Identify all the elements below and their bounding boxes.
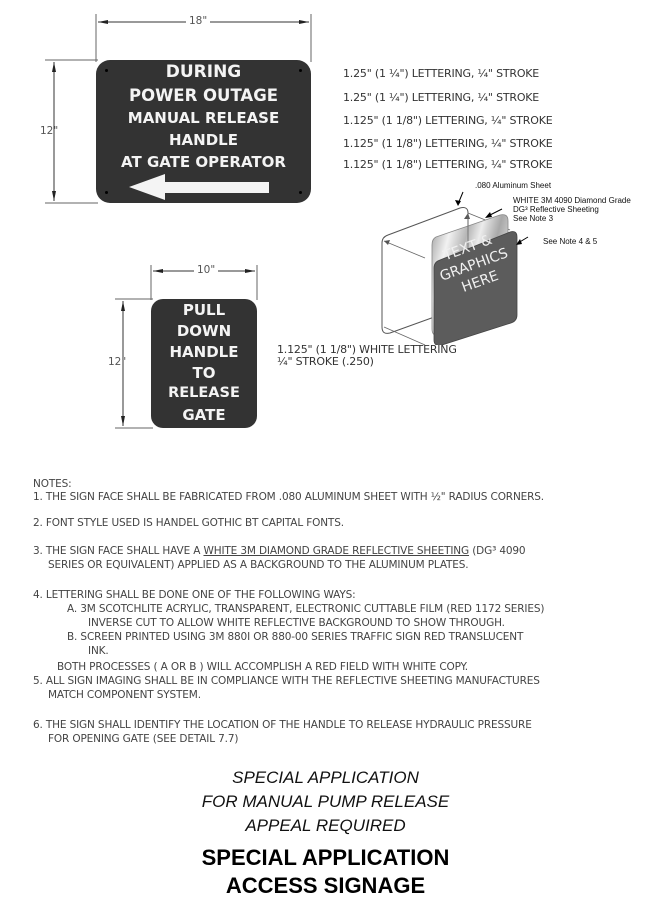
note-4a-line-1: A. 3M SCOTCHLITE ACRYLIC, TRANSPARENT, E… bbox=[67, 603, 545, 615]
left-arrow-icon bbox=[129, 174, 269, 200]
small-sign: PULL DOWN HANDLE TO RELEASE GATE bbox=[151, 299, 257, 428]
footer-title-line-2: ACCESS SIGNAGE bbox=[225, 873, 426, 898]
note-5-line-1: 5. ALL SIGN IMAGING SHALL BE IN COMPLIAN… bbox=[33, 675, 540, 687]
small-sign-line-5: RELEASE bbox=[168, 385, 240, 401]
note-3-pre: 3. THE SIGN FACE SHALL HAVE A bbox=[33, 545, 204, 557]
small-sign-height-label: 12" bbox=[108, 356, 127, 368]
mount-hole bbox=[105, 191, 108, 194]
note-6-line-2: FOR OPENING GATE (SEE DETAIL 7.7) bbox=[48, 733, 239, 745]
large-sign: DURING POWER OUTAGE MANUAL RELEASE HANDL… bbox=[96, 60, 311, 203]
spec-line-3: 1.125" (1 1/8") LETTERING, ¼" STROKE bbox=[343, 114, 553, 127]
sign-line-1: DURING bbox=[165, 62, 242, 82]
note-6-line-1: 6. THE SIGN SHALL IDENTIFY THE LOCATION … bbox=[33, 719, 532, 731]
callout-aluminum-sheet: .080 Aluminum Sheet bbox=[475, 181, 552, 190]
footer-title-line-1: SPECIAL APPLICATION bbox=[201, 845, 450, 870]
callout-see-note-4-5: See Note 4 & 5 bbox=[543, 237, 598, 246]
note-2: 2. FONT STYLE USED IS HANDEL GOTHIC BT C… bbox=[33, 517, 344, 529]
exploded-view-diagram bbox=[381, 191, 529, 345]
note-5-line-2: MATCH COMPONENT SYSTEM. bbox=[48, 689, 201, 701]
spec-line-2: 1.25" (1 ¼") LETTERING, ¼" STROKE bbox=[343, 91, 540, 104]
note-4: 4. LETTERING SHALL BE DONE ONE OF THE FO… bbox=[33, 589, 356, 601]
small-sign-spec-2: ¼" STROKE (.250) bbox=[277, 355, 374, 368]
small-sign-line-4: TO bbox=[192, 364, 216, 382]
small-sign-line-1: PULL bbox=[182, 301, 226, 319]
note-3-line-2: SERIES OR EQUIVALENT) APPLIED AS A BACKG… bbox=[48, 559, 469, 571]
mount-hole bbox=[299, 191, 302, 194]
small-sign-line-2: DOWN bbox=[176, 322, 232, 340]
footer-italic-line-3: APPEAL REQUIRED bbox=[245, 816, 406, 835]
sign-line-4: HANDLE bbox=[169, 131, 238, 149]
spec-line-5: 1.125" (1 1/8") LETTERING, ¼" STROKE bbox=[343, 158, 553, 171]
notes-title: NOTES: bbox=[33, 478, 72, 490]
callout-sheeting-3: See Note 3 bbox=[513, 214, 554, 223]
mount-hole bbox=[299, 69, 302, 72]
note-3-line-1: 3. THE SIGN FACE SHALL HAVE A WHITE 3M D… bbox=[33, 545, 526, 557]
footer-italic-line-2: FOR MANUAL PUMP RELEASE bbox=[201, 792, 450, 811]
small-sign-spec-1: 1.125" (1 1/8") WHITE LETTERING bbox=[277, 343, 457, 356]
small-sign-dimensions bbox=[115, 265, 258, 429]
sign-line-5: AT GATE OPERATOR bbox=[121, 153, 286, 171]
spec-line-1: 1.25" (1 ¼") LETTERING, ¼" STROKE bbox=[343, 67, 540, 80]
small-sign-line-3: HANDLE bbox=[169, 343, 239, 361]
note-4a-line-2: INVERSE CUT TO ALLOW WHITE REFLECTIVE BA… bbox=[88, 617, 505, 629]
note-4-both: BOTH PROCESSES ( A OR B ) WILL ACCOMPLIS… bbox=[57, 661, 468, 673]
footer-italic-line-1: SPECIAL APPLICATION bbox=[232, 768, 419, 787]
small-sign-line-6: GATE bbox=[182, 406, 226, 424]
note-4b-line-2: INK. bbox=[88, 645, 109, 657]
callout-sheeting-1: WHITE 3M 4090 Diamond Grade bbox=[513, 196, 631, 205]
spec-line-4: 1.125" (1 1/8") LETTERING, ¼" STROKE bbox=[343, 137, 553, 150]
sign-line-2: POWER OUTAGE bbox=[128, 86, 279, 105]
large-sign-width-label: 18" bbox=[186, 15, 211, 27]
callout-sheeting-2: DG³ Reflective Sheeting bbox=[513, 205, 599, 214]
note-3-underlined: WHITE 3M DIAMOND GRADE REFLECTIVE SHEETI… bbox=[203, 545, 470, 557]
mount-hole bbox=[105, 69, 108, 72]
sign-line-3: MANUAL RELEASE bbox=[127, 109, 280, 127]
note-3-post: (DG³ 4090 bbox=[469, 545, 526, 557]
small-sign-width-label: 10" bbox=[194, 264, 219, 276]
note-1: 1. THE SIGN FACE SHALL BE FABRICATED FRO… bbox=[33, 491, 544, 503]
note-4b-line-1: B. SCREEN PRINTED USING 3M 880I OR 880-0… bbox=[67, 631, 524, 643]
large-sign-height-label: 12" bbox=[40, 125, 59, 137]
